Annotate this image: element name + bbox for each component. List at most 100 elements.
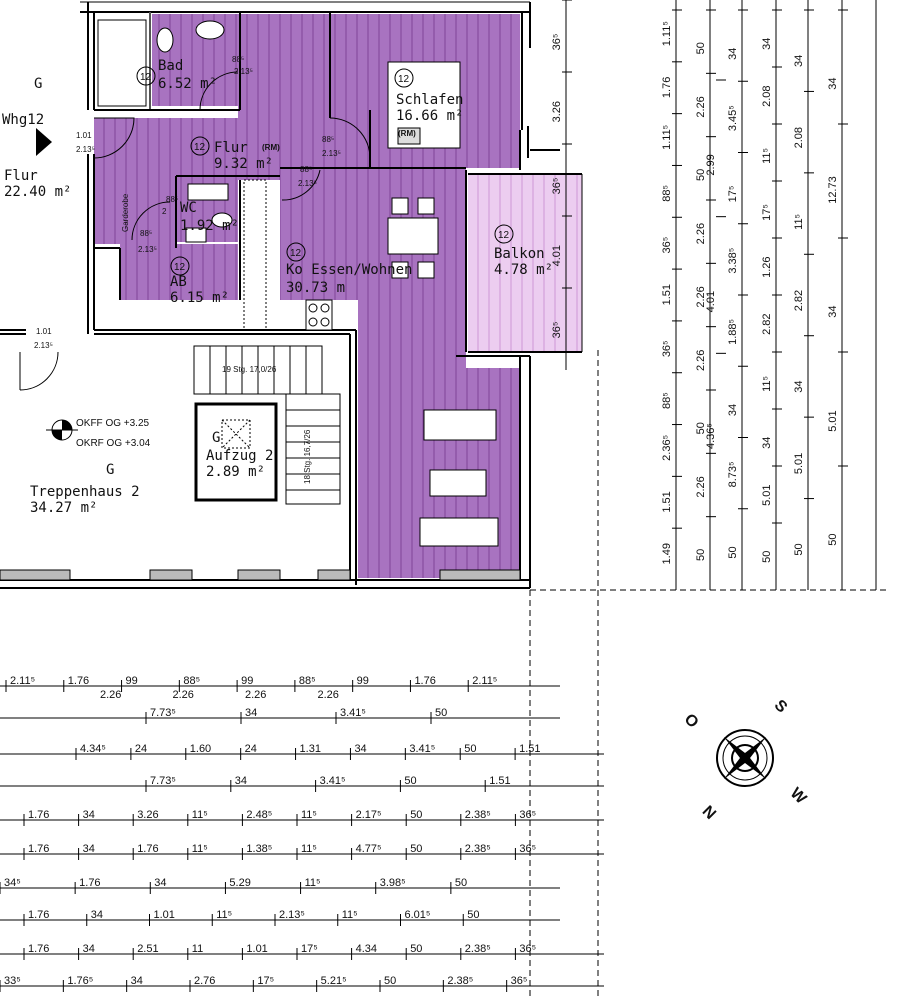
dimension-label: 6.01⁵ — [405, 909, 431, 921]
dimension-label: 50 — [467, 909, 479, 921]
dimension-label: 2.38⁵ — [465, 809, 491, 821]
dimension-label: 2.51 — [137, 943, 158, 955]
dimension-label: 33⁵ — [4, 975, 21, 987]
svg-text:30.73 m: 30.73 m — [286, 280, 345, 296]
dimension-label: 2.26 — [318, 689, 339, 701]
dimension-label: 5.01 — [793, 453, 805, 474]
dimension-label: 2.38⁵ — [447, 975, 473, 987]
dimension-label: 88⁵ — [183, 675, 200, 687]
dimension-label: 36⁵ — [519, 943, 536, 955]
dimension-label: 34 — [793, 55, 805, 67]
dimension-label: 34 — [131, 975, 143, 987]
dimension-label: 1.26 — [761, 256, 773, 277]
svg-text:88⁵: 88⁵ — [300, 165, 312, 174]
dimension-label: 50 — [384, 975, 396, 987]
dimension-label: 11⁵ — [305, 877, 321, 889]
dimension-label: 2.08 — [761, 85, 773, 106]
room-label-flur-g: Flur 22.40 m² — [4, 168, 71, 200]
dimension-label: 2.26 — [695, 96, 707, 117]
dimension-label: 50 — [793, 543, 805, 555]
dimension-label: 1.51 — [489, 775, 510, 787]
dimension-label: 2.11⁵ — [10, 675, 35, 687]
dimension-label: 4.36⁵ — [705, 423, 717, 449]
dimension-label: 50 — [695, 422, 707, 434]
dimension-label: 2.26 — [173, 689, 194, 701]
dimension-label: 50 — [695, 169, 707, 181]
svg-text:12: 12 — [498, 230, 510, 241]
dimension-label: 12.73 — [827, 176, 839, 204]
bathtub — [97, 19, 147, 107]
dimension-label: 2.26 — [245, 689, 266, 701]
dimension-label: 11⁵ — [342, 909, 358, 921]
svg-text:12: 12 — [398, 74, 410, 85]
dimension-label: 34 — [83, 843, 95, 855]
dimension-label: 34 — [827, 306, 839, 318]
dimension-label: 1.38⁵ — [246, 843, 272, 855]
dimension-label: 50 — [464, 743, 476, 755]
dimension-label: 3.98⁵ — [380, 877, 406, 889]
dimension-label: 2.82 — [761, 313, 773, 334]
dimension-label: 1.51 — [661, 284, 673, 305]
dimension-label: 17⁵ — [257, 975, 274, 987]
dimension-label: 99 — [241, 675, 253, 687]
svg-text:12: 12 — [290, 248, 302, 259]
room-corridor-fill — [238, 14, 330, 130]
dimension-label: 34 — [727, 404, 739, 416]
dimension-label: 1.76 — [79, 877, 100, 889]
dimension-label: 36⁵ — [551, 34, 563, 51]
dimension-label: 3.26 — [137, 809, 158, 821]
svg-text:1.01: 1.01 — [36, 327, 52, 336]
dimension-label: 3.41⁵ — [320, 775, 346, 787]
dimension-label: 50 — [410, 843, 422, 855]
dimension-label: 2.48⁵ — [246, 809, 272, 821]
dimension-label: 99 — [126, 675, 138, 687]
level-marker: OKFF OG +3.25 OKRF OG +3.04 — [46, 418, 151, 449]
dimension-label: 34 — [245, 707, 257, 719]
dimension-label: 88⁵ — [661, 392, 673, 409]
dimension-label: 11⁵ — [216, 909, 232, 921]
room-label-ab: 12 AB 6.15 m² — [170, 256, 229, 306]
dimension-label: 11⁵ — [192, 809, 208, 821]
dimension-label: 1.76 — [661, 77, 673, 98]
dimension-label: 50 — [410, 943, 422, 955]
dimension-label: 3.45⁵ — [727, 105, 739, 131]
reference-lines — [529, 350, 886, 1000]
svg-text:34.27 m²: 34.27 m² — [30, 500, 97, 516]
dimension-label: 4.34 — [356, 943, 377, 955]
dimension-label: 2.82 — [793, 290, 805, 311]
dimension-label: 34 — [91, 909, 103, 921]
dimension-label: 5.29 — [229, 877, 250, 889]
stair-label-lower: 18 Stg. 16,7/26 — [303, 429, 312, 484]
dimension-label: 1.76 — [28, 943, 49, 955]
svg-text:AB: AB — [170, 274, 187, 290]
garderobe-label: Garderobe — [121, 193, 130, 232]
stair-label-upper: 19 Stg. 17,0/26 — [222, 365, 277, 374]
dimension-label: 2.26 — [695, 223, 707, 244]
dimension-label: 7.73⁵ — [150, 775, 176, 787]
dimension-label: 2.11⁵ — [472, 675, 497, 687]
svg-text:12: 12 — [174, 262, 186, 273]
room-label-aufzug: G Aufzug 2 2.89 m² — [206, 430, 273, 480]
room-label-balkon: 12 Balkon 4.78 m² — [494, 224, 553, 278]
dimension-label: 34 — [83, 809, 95, 821]
svg-text:Flur: Flur — [4, 168, 38, 184]
staircase — [193, 345, 341, 505]
door-dims: 88⁵ 2.13⁵ 1.01 2.13⁵ 88⁵ 2.13⁵ 88⁵ 2.13⁵… — [34, 55, 341, 350]
svg-text:Treppenhaus 2: Treppenhaus 2 — [30, 484, 140, 500]
dimension-label: 2.13⁵ — [279, 909, 305, 921]
svg-text:Ko Essen/Wohnen: Ko Essen/Wohnen — [286, 262, 412, 278]
svg-text:2.13⁵: 2.13⁵ — [34, 341, 53, 350]
dimension-label: 3.41⁵ — [409, 743, 435, 755]
dimension-label: 3.38⁵ — [727, 248, 739, 274]
compass-east-icon: O — [681, 711, 702, 732]
dimension-label: 1.01 — [246, 943, 267, 955]
svg-text:(RM): (RM) — [262, 143, 280, 152]
dimension-label: 36⁵ — [551, 178, 563, 195]
dimension-label: 34 — [761, 437, 773, 449]
dimension-label: 88⁵ — [299, 675, 316, 687]
elevator-shaft — [194, 402, 278, 502]
vertical-dimensions: 36⁵3.2636⁵4.0136⁵1.11⁵1.761.11⁵88⁵36⁵1.5… — [551, 0, 848, 564]
dimension-label: 2.26 — [695, 286, 707, 307]
dimension-label: 34 — [761, 38, 773, 50]
